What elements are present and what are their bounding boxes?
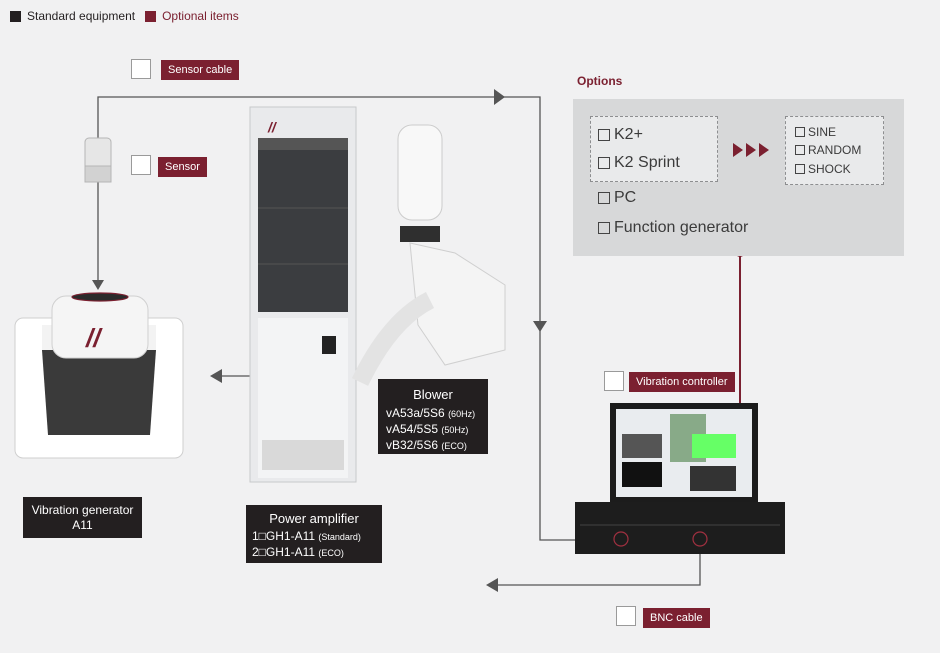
triple-arrow-icon (733, 143, 772, 157)
sensor-illustration (84, 137, 112, 183)
option-k2-sprint[interactable]: K2 Sprint (598, 154, 680, 172)
svg-text://: // (85, 323, 103, 353)
pc-checkbox[interactable] (598, 192, 610, 204)
k2-plus-checkbox[interactable] (598, 129, 610, 141)
sensor-label: Sensor (158, 157, 207, 177)
function-generator-checkbox[interactable] (598, 222, 610, 234)
k2-sprint-checkbox[interactable] (598, 157, 610, 169)
vibration-controller-label: Vibration controller (629, 372, 735, 392)
power-amplifier-model-2: 2□GH1-A11 (ECO) (252, 545, 344, 559)
blower-model-2: vA54/5S5 (50Hz) (386, 422, 469, 436)
vibration-generator-model: A11 (72, 518, 93, 532)
controller-software-group (590, 116, 718, 182)
option-k2-plus[interactable]: K2+ (598, 126, 643, 144)
legend-standard-swatch (10, 10, 21, 22)
option-shock[interactable]: SHOCK (795, 162, 851, 176)
svg-text://: // (267, 119, 278, 135)
bnc-cable-checkbox[interactable] (616, 606, 636, 626)
power-amplifier-model-1: 1□GH1-A11 (Standard) (252, 529, 361, 543)
blower-model-3: vB32/5S6 (ECO) (386, 438, 467, 452)
vibration-generator-title: Vibration generator (31, 503, 134, 517)
blower-label: Blower vA53a/5S6 (60Hz) vA54/5S5 (50Hz) … (378, 379, 488, 454)
legend-optional-label: Optional items (162, 9, 239, 23)
power-amplifier-label: Power amplifier 1□GH1-A11 (Standard) 2□G… (246, 505, 382, 563)
sine-checkbox[interactable] (795, 127, 805, 137)
vibration-controller-illustration (575, 403, 785, 554)
legend-optional-swatch (145, 10, 157, 22)
bnc-cable-label: BNC cable (643, 608, 710, 628)
sensor-cable-checkbox[interactable] (131, 59, 151, 79)
vibration-controller-checkbox[interactable] (604, 371, 624, 391)
legend-standard-label: Standard equipment (27, 9, 136, 23)
power-amplifier-illustration: // (249, 106, 357, 483)
vibration-generator-illustration: // (14, 292, 184, 459)
vibration-generator-label: Vibration generator A11 (23, 497, 142, 538)
sensor-cable-label: Sensor cable (161, 60, 240, 80)
sensor-arrow-down (92, 280, 104, 290)
legend: Standard equipment Optional items (10, 9, 239, 23)
bnc-cable-line (488, 545, 701, 586)
sensor-checkbox[interactable] (131, 155, 151, 175)
random-checkbox[interactable] (795, 145, 805, 155)
blower-model-1: vA53a/5S6 (60Hz) (386, 406, 476, 420)
blower-illustration (351, 124, 506, 386)
option-function-generator[interactable]: Function generator (598, 219, 748, 237)
power-amplifier-title: Power amplifier (269, 511, 359, 526)
option-sine[interactable]: SINE (795, 125, 836, 139)
bnc-cable-arrow (486, 578, 498, 592)
option-pc[interactable]: PC (598, 189, 636, 207)
option-random[interactable]: RANDOM (795, 143, 861, 157)
sensor-cable-arrow-right (494, 89, 505, 105)
options-title: Options (577, 74, 623, 88)
amplifier-to-generator-arrow (210, 369, 222, 383)
sensor-cable-arrow-down (533, 321, 547, 332)
shock-checkbox[interactable] (795, 164, 805, 174)
blower-title: Blower (413, 387, 453, 402)
